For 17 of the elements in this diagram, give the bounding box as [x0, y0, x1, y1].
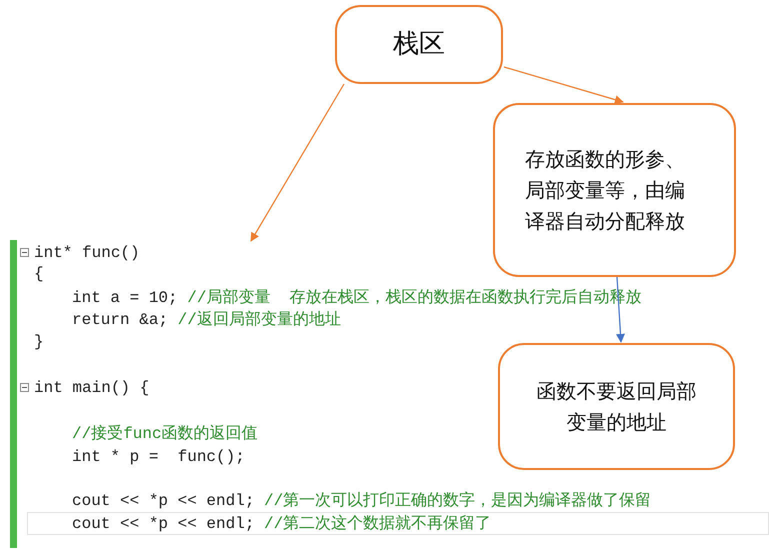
callout-text: 栈区	[392, 28, 446, 62]
arrow	[504, 66, 624, 104]
callout-text: 函数不要返回局部变量的地址	[536, 378, 698, 436]
code-line: cout << *p << endl; //第一次可以打印正确的数字，是因为编译器做了保留	[72, 491, 652, 511]
code-line: int* func()	[34, 243, 140, 263]
arrow	[250, 84, 345, 242]
code-line: return &a; //返回局部变量的地址	[72, 310, 341, 330]
code-line: cout << *p << endl; //第二次这个数据就不再保留了	[72, 514, 492, 534]
code-line: }	[34, 332, 44, 352]
code-line: int main() {	[34, 378, 150, 398]
callout-box	[493, 103, 736, 277]
code-line: int * p = func();	[72, 447, 245, 467]
code-line: //接受func函数的返回值	[72, 424, 258, 444]
callout-box	[498, 343, 735, 470]
callout-text: 存放函数的形参、局部变量等，由编译器自动分配释放	[524, 146, 686, 234]
code-line: {	[34, 264, 44, 284]
callout-box	[335, 5, 503, 84]
